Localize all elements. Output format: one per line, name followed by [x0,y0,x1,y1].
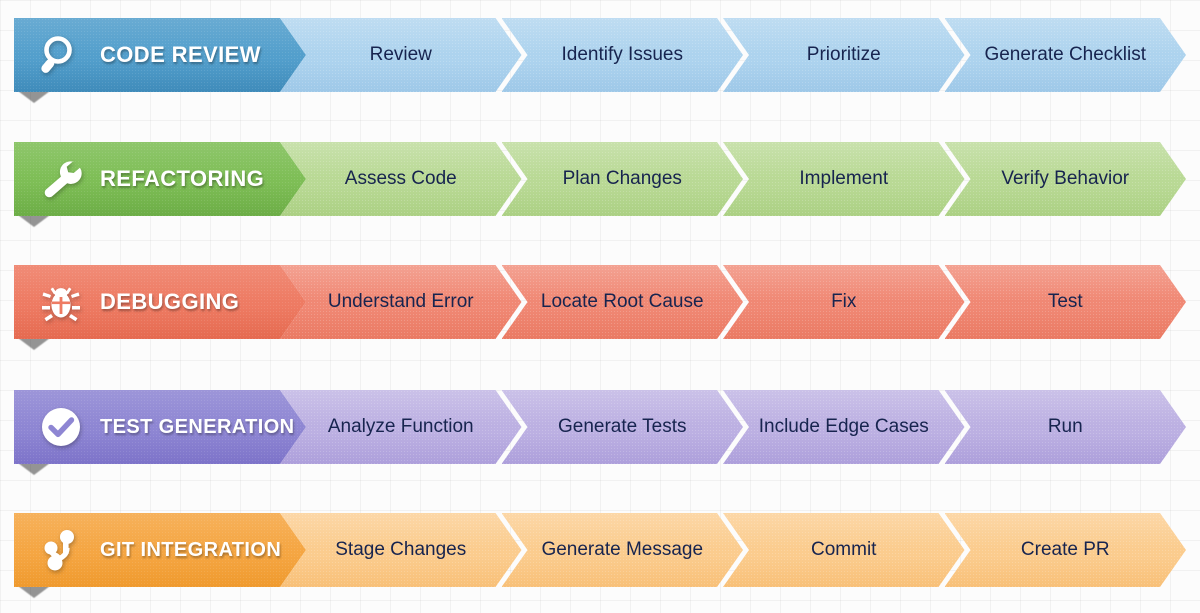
workflow-step-label: Understand Error [327,291,474,312]
workflow-step[interactable]: Test [945,265,1187,339]
workflow-step-label: Assess Code [344,168,457,189]
workflow-step[interactable]: Identify Issues [502,18,744,92]
workflow-steps: Assess Code Plan Changes Implement Verify B… [280,142,1186,216]
banner-fold-shadow [18,91,50,103]
workflow-title: TEST GENERATION [100,415,295,438]
workflow-header-refactoring[interactable]: REFACTORING [14,142,306,216]
workflow-step[interactable]: Review [280,18,522,92]
workflow-step-label: Fix [831,291,857,312]
workflow-header-git-integration[interactable]: GIT INTEGRATION [14,513,306,587]
workflow-step-label: Include Edge Cases [758,416,929,437]
workflow-step-label: Commit [811,539,877,560]
workflow-row-refactoring: REFACTORING Assess Code Plan Changes Implem… [14,142,1186,227]
workflow-title: DEBUGGING [100,289,240,314]
workflow-steps: Understand Error Locate Root Cause Fix Test [280,265,1186,339]
workflow-step-label: Test [1047,291,1083,312]
workflow-step[interactable]: Run [945,390,1187,464]
workflow-step-label: Generate Message [541,539,704,560]
workflow-step-label: Run [1047,416,1083,437]
workflow-step-label: Identify Issues [561,44,683,65]
workflow-step-label: Plan Changes [562,168,682,189]
workflow-header-debugging[interactable]: DEBUGGING [14,265,306,339]
git-branch-icon [36,525,86,575]
workflow-row-code-review: CODE REVIEW Review Identify Issues Prioriti… [14,18,1186,103]
workflow-step[interactable]: Plan Changes [502,142,744,216]
banner-fold-shadow [18,463,50,475]
workflow-step[interactable]: Prioritize [723,18,965,92]
workflow-step[interactable]: Analyze Function [280,390,522,464]
workflow-step[interactable]: Generate Tests [502,390,744,464]
workflow-step-label: Locate Root Cause [540,291,704,312]
check-circle-icon [36,402,86,452]
workflow-step-label: Prioritize [806,44,881,65]
workflow-row-test-generation: TEST GENERATION Analyze Function Generate … [14,390,1186,475]
workflow-steps: Analyze Function Generate Tests Include Ed… [280,390,1186,464]
wrench-icon [36,154,86,204]
workflow-header-test-generation[interactable]: TEST GENERATION [14,390,306,464]
workflow-title: CODE REVIEW [100,42,261,67]
workflow-step[interactable]: Create PR [945,513,1187,587]
workflow-step-label: Stage Changes [335,539,467,560]
workflow-row-debugging: DEBUGGING Understand Error Locate Root Cau… [14,265,1186,350]
workflow-title: REFACTORING [100,166,265,191]
workflow-steps: Stage Changes Generate Message Commit Creat… [280,513,1186,587]
workflow-step-label: Implement [799,168,889,189]
workflow-step-label: Create PR [1020,539,1110,560]
workflow-step[interactable]: Generate Message [502,513,744,587]
workflow-step-label: Analyze Function [327,416,474,437]
workflow-header-code-review[interactable]: CODE REVIEW [14,18,306,92]
workflow-step[interactable]: Understand Error [280,265,522,339]
workflow-step[interactable]: Generate Checklist [945,18,1187,92]
workflow-step-label: Generate Tests [557,416,687,437]
banner-fold-shadow [18,586,50,598]
workflow-step-label: Generate Checklist [984,44,1147,65]
workflow-step-label: Verify Behavior [1001,168,1130,189]
workflow-step[interactable]: Include Edge Cases [723,390,965,464]
banner-fold-shadow [18,338,50,350]
workflow-step[interactable]: Verify Behavior [945,142,1187,216]
banner-fold-shadow [18,215,50,227]
workflow-step[interactable]: Assess Code [280,142,522,216]
workflow-step[interactable]: Commit [723,513,965,587]
workflow-step[interactable]: Implement [723,142,965,216]
bug-icon [36,277,86,327]
magnifier-icon [36,30,86,80]
workflow-step[interactable]: Stage Changes [280,513,522,587]
workflow-step[interactable]: Locate Root Cause [502,265,744,339]
workflow-step-label: Review [369,44,432,65]
workflow-row-git-integration: GIT INTEGRATION Stage Changes Generate Mes… [14,513,1186,598]
workflow-title: GIT INTEGRATION [100,538,282,561]
workflow-step[interactable]: Fix [723,265,965,339]
workflow-steps: Review Identify Issues Prioritize Generate … [280,18,1186,92]
